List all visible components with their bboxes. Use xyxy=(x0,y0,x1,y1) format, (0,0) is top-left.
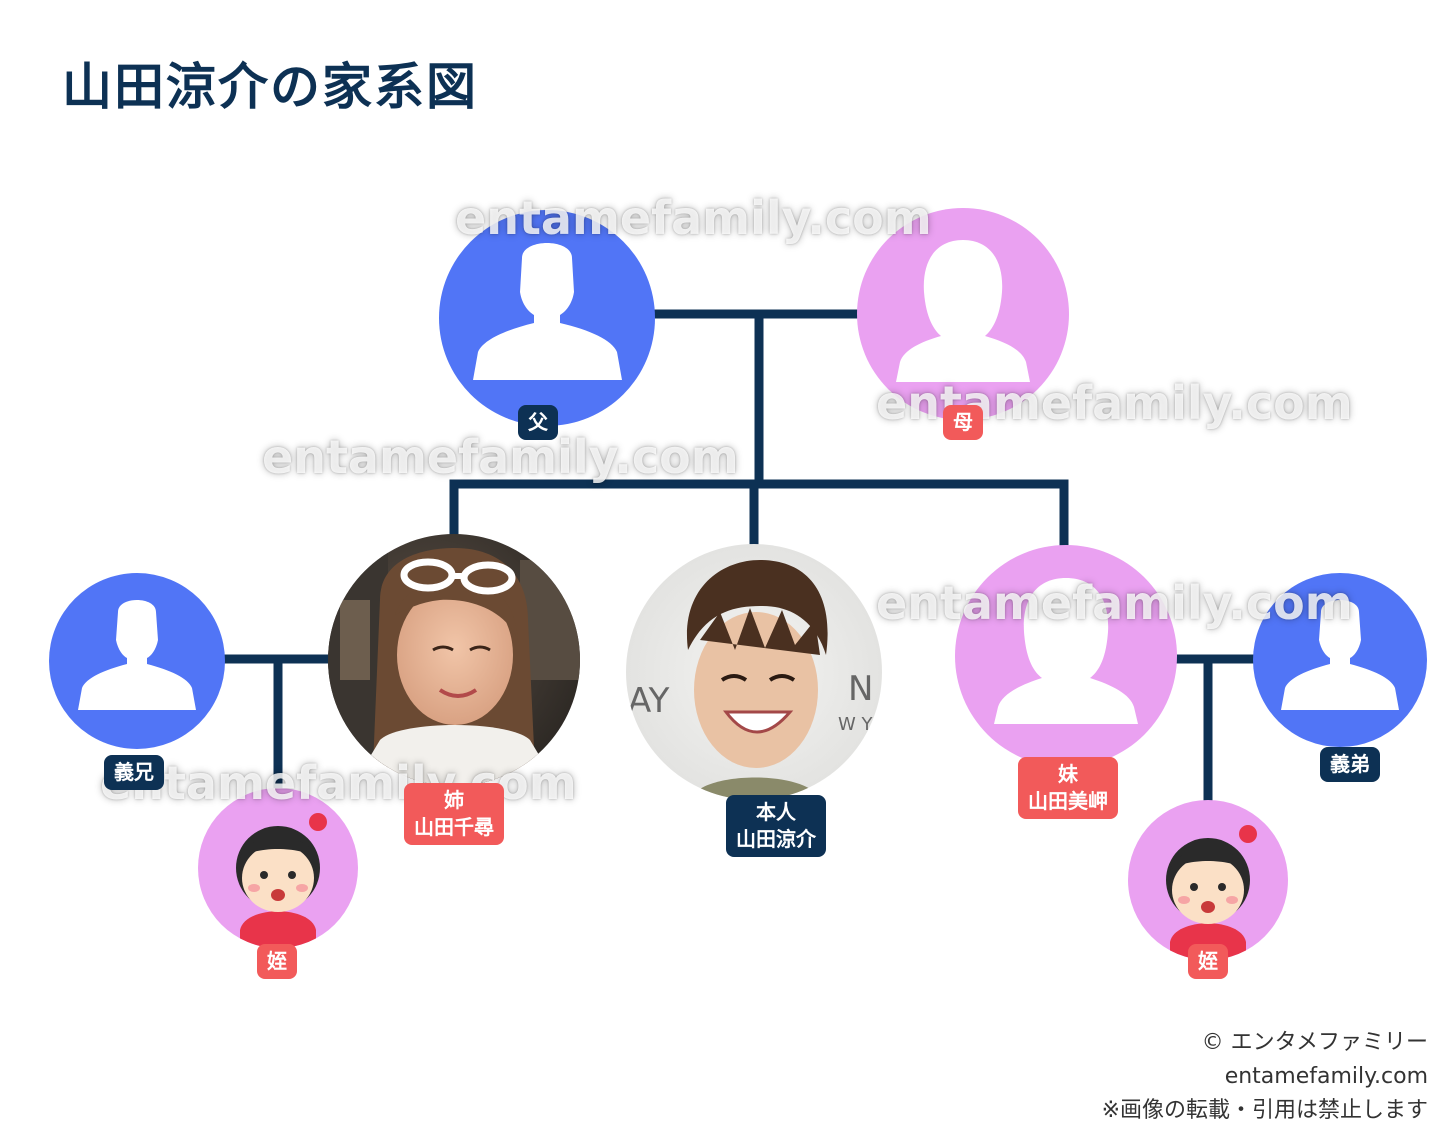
sister-younger-label: 妹 山田美岬 xyxy=(1018,757,1118,819)
male-silhouette-icon xyxy=(1281,600,1399,710)
male-silhouette-icon xyxy=(78,600,196,710)
brother-in-law-elder-node[interactable] xyxy=(49,573,225,749)
sister-younger-node[interactable] xyxy=(955,545,1177,767)
self-label: 本人 山田涼介 xyxy=(726,795,826,857)
father-node[interactable] xyxy=(439,210,655,426)
brother-in-law-younger-label: 義弟 xyxy=(1320,747,1380,782)
female-silhouette-icon xyxy=(896,240,1030,382)
male-silhouette-icon xyxy=(473,243,622,380)
brother-in-law-elder-label: 義兄 xyxy=(104,755,164,790)
brother-in-law-younger-node[interactable] xyxy=(1253,573,1427,747)
niece-right-node[interactable] xyxy=(1128,800,1288,972)
niece-right-label: 姪 xyxy=(1188,944,1228,979)
father-label: 父 xyxy=(518,405,558,440)
svg-text:W YO: W YO xyxy=(838,714,886,735)
copyright-text: © エンタメファミリー xyxy=(1201,1030,1428,1055)
niece-left-label: 姪 xyxy=(257,944,297,979)
niece-left-node[interactable] xyxy=(198,788,358,960)
page-title: 山田涼介の家系図 xyxy=(62,58,478,116)
mother-node[interactable] xyxy=(857,208,1069,420)
sister-elder-photo[interactable] xyxy=(328,534,580,790)
female-silhouette-icon xyxy=(994,578,1138,724)
site-link[interactable]: entamefamily.com xyxy=(1224,1064,1428,1089)
mother-label: 母 xyxy=(943,405,983,440)
footer: © エンタメファミリー entamefamily.com ※画像の転載・引用は禁… xyxy=(1102,1026,1428,1128)
svg-text:N: N xyxy=(848,669,873,709)
sister-elder-label: 姉 山田千尋 xyxy=(404,783,504,845)
svg-text:AY: AY xyxy=(628,681,670,721)
connector-lines xyxy=(215,309,1263,807)
copy-notice: ※画像の転載・引用は禁止します xyxy=(1101,1098,1428,1123)
self-photo[interactable]: AY N W YO xyxy=(626,544,886,800)
